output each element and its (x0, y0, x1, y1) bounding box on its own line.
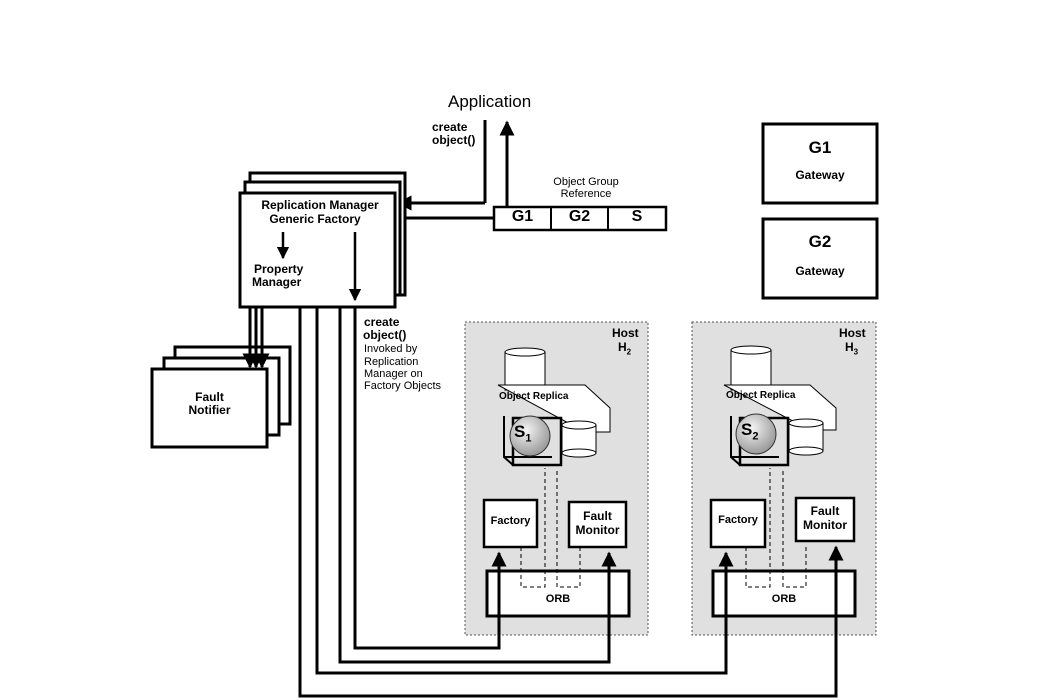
host-2-server-label: S1 (514, 422, 531, 444)
host-3-sub: 3 (853, 347, 859, 357)
gateway-g1-label: Gateway (795, 168, 845, 182)
property-manager-2: Manager (252, 275, 302, 289)
wire-to-h3-monitor (298, 307, 844, 698)
ref-cell-s: S (631, 208, 643, 225)
host-3-orb-label: ORB (771, 593, 797, 605)
host-3-replica-label: Object Replica (726, 390, 796, 401)
object-group-ref-label-2: Reference (560, 188, 612, 200)
host-3-fault-monitor-1: Fault (810, 504, 840, 518)
gateway-g1-name: G1 (808, 138, 832, 157)
host-3-letter: H (845, 340, 854, 354)
host-3-server-label: S2 (741, 420, 758, 442)
replication-manager-title-1: Replication Manager (261, 198, 379, 212)
gateway-g2-name: G2 (808, 232, 832, 251)
host-2-orb-box (485, 569, 631, 618)
host-2-replica-group (497, 347, 611, 467)
host-2-fault-monitor-2: Monitor (575, 523, 620, 537)
host-3-fault-monitor-2: Monitor (803, 518, 847, 532)
host-2-fault-monitor-1: Fault (583, 509, 612, 523)
host-2-server: S (514, 422, 526, 441)
wire-to-h2-factory (353, 307, 507, 650)
gateway-g1-box (761, 122, 879, 205)
create-object-mid-2: object() (363, 328, 407, 342)
replication-manager-box (238, 191, 397, 309)
gateway-g2-box (761, 217, 879, 300)
host-2-server-sub: 1 (525, 432, 532, 445)
host-3-dashed-links (745, 468, 807, 588)
host-2-letter: H (618, 340, 627, 354)
host-3-title: Host H3 (839, 326, 866, 359)
ref-cell-g2: G2 (568, 208, 591, 225)
invoked-note-2: Replication (364, 356, 419, 368)
host-2-factory-box (482, 498, 539, 549)
host-2-dashed-links (520, 468, 581, 588)
host-3-title-text: Host (839, 326, 866, 340)
invoked-note-1: Invoked by (364, 343, 418, 355)
host-2-title: Host H2 (612, 326, 639, 359)
invoked-note-4: Factory Objects (364, 380, 442, 392)
ref-cell-g1: G1 (511, 208, 534, 225)
create-object-top-1: create (432, 120, 468, 134)
host-2-title-text: Host (612, 326, 639, 340)
host-2-replica-label: Object Replica (499, 391, 569, 402)
gateway-g2-label: Gateway (795, 264, 845, 278)
host-3-server: S (741, 420, 753, 439)
host-2-sub: 2 (626, 347, 632, 357)
object-group-ref-label-1: Object Group (553, 176, 619, 188)
host-2-factory-label: Factory (490, 515, 531, 527)
create-object-top-2: object() (432, 133, 476, 147)
wire-to-h2-monitor (338, 307, 617, 664)
host-3-server-sub: 2 (752, 430, 759, 443)
fault-notifier-box (150, 367, 269, 449)
host-2-orb-label: ORB (545, 593, 571, 605)
create-object-mid-1: create (364, 315, 400, 329)
replication-manager-title-2: Generic Factory (269, 212, 361, 226)
host-3-factory-label: Factory (718, 514, 758, 526)
host-2-fault-monitor-box (567, 500, 628, 549)
fault-notifier-2: Notifier (188, 403, 231, 417)
host-3-orb-box (711, 569, 857, 618)
wiring (298, 307, 844, 698)
host-3-fault-monitor-box (794, 496, 856, 543)
property-manager-1: Property (254, 262, 304, 276)
object-group-reference-box (492, 205, 668, 232)
host-3-replica-group (723, 345, 837, 467)
invoked-note-3: Manager on (364, 368, 423, 380)
host-3-factory-box (709, 498, 767, 549)
fault-notifier-1: Fault (195, 390, 224, 404)
application-label: Application (448, 92, 532, 111)
wire-to-h3-factory (315, 307, 734, 675)
